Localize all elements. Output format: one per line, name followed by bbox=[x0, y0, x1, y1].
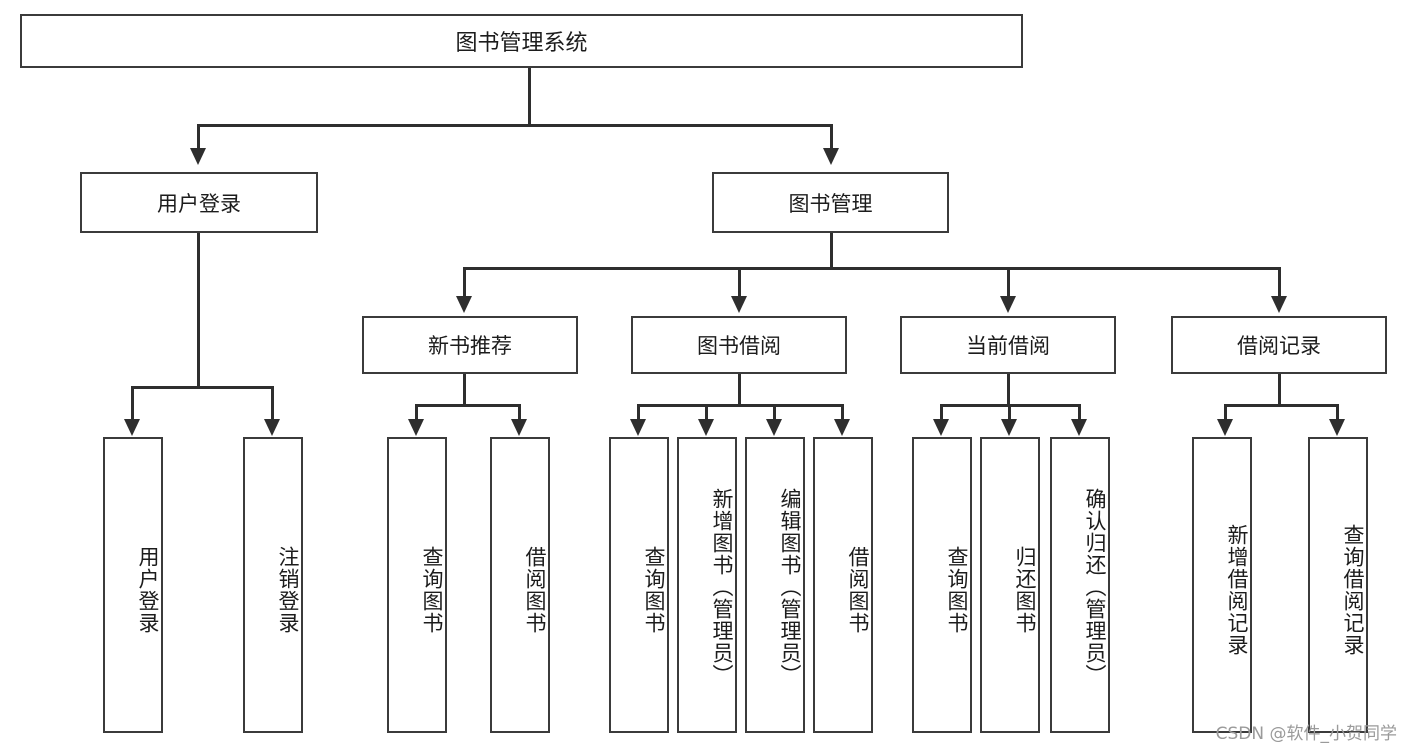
node-book-manage[interactable]: 图书管理 bbox=[712, 172, 949, 233]
edge-drop-leaf-query-book-1 bbox=[415, 404, 418, 419]
edge-book-manage-stem bbox=[830, 233, 833, 269]
edge-drop-book-manage bbox=[830, 124, 833, 148]
arrow-current-borrow bbox=[1000, 296, 1016, 313]
edge-drop-leaf-query-record bbox=[1336, 404, 1339, 419]
node-root-system[interactable]: 图书管理系统 bbox=[20, 14, 1023, 68]
edge-drop-user-login bbox=[197, 124, 200, 148]
arrow-leaf-add-book bbox=[698, 419, 714, 436]
edge-bus-book-borrow-leaves bbox=[637, 404, 843, 407]
node-label: 新增图书（管理员） bbox=[710, 488, 734, 686]
edge-bus-level2 bbox=[463, 267, 1280, 270]
arrow-borrow-record bbox=[1271, 296, 1287, 313]
arrow-leaf-query-book-1 bbox=[408, 419, 424, 436]
edge-bus-borrow-record-leaves bbox=[1224, 404, 1338, 407]
edge-book-borrow-stem bbox=[738, 374, 741, 406]
arrow-book-borrow bbox=[731, 296, 747, 313]
leaf-add-borrow-record[interactable]: 新增借阅记录 bbox=[1192, 437, 1252, 733]
node-label: 查询图书 bbox=[420, 546, 444, 634]
arrow-leaf-logout bbox=[264, 419, 280, 436]
node-label: 图书管理 bbox=[788, 191, 873, 216]
arrow-book-manage bbox=[823, 148, 839, 165]
node-book-borrow[interactable]: 图书借阅 bbox=[631, 316, 847, 374]
arrow-leaf-edit-book bbox=[766, 419, 782, 436]
leaf-query-book-current[interactable]: 查询图书 bbox=[912, 437, 972, 733]
edge-user-login-stem bbox=[197, 233, 200, 388]
edge-bus-user-login-leaves bbox=[131, 386, 273, 389]
node-label: 用户登录 bbox=[157, 191, 241, 216]
node-borrow-record[interactable]: 借阅记录 bbox=[1171, 316, 1387, 374]
arrow-leaf-return-book bbox=[1001, 419, 1017, 436]
arrow-leaf-borrow-book-2 bbox=[834, 419, 850, 436]
node-label: 图书借阅 bbox=[697, 334, 781, 358]
edge-borrow-record-stem bbox=[1278, 374, 1281, 406]
edge-drop-leaf-add-book bbox=[705, 404, 708, 419]
edge-drop-current-borrow bbox=[1007, 267, 1010, 296]
edge-drop-leaf-borrow-book-2 bbox=[841, 404, 844, 419]
edge-drop-leaf-query-book-3 bbox=[940, 404, 943, 419]
node-label: 新增借阅记录 bbox=[1225, 524, 1249, 656]
edge-drop-leaf-query-book-2 bbox=[637, 404, 640, 419]
node-label: 图书管理系统 bbox=[455, 31, 588, 56]
node-label: 确认归还（管理员） bbox=[1083, 488, 1107, 686]
leaf-query-book-borrow[interactable]: 查询图书 bbox=[609, 437, 669, 733]
leaf-query-borrow-record[interactable]: 查询借阅记录 bbox=[1308, 437, 1368, 733]
edge-bus-level1 bbox=[197, 124, 833, 127]
edge-current-borrow-stem bbox=[1007, 374, 1010, 406]
edge-drop-leaf-confirm-return bbox=[1078, 404, 1081, 419]
node-label: 编辑图书（管理员） bbox=[778, 488, 802, 686]
node-label: 归还图书 bbox=[1013, 546, 1037, 634]
node-label: 借阅图书 bbox=[523, 546, 547, 634]
arrow-leaf-query-book-3 bbox=[933, 419, 949, 436]
node-label: 借阅图书 bbox=[846, 546, 870, 634]
edge-drop-new-book bbox=[463, 267, 466, 296]
node-user-login[interactable]: 用户登录 bbox=[80, 172, 318, 233]
leaf-edit-book-admin[interactable]: 编辑图书（管理员） bbox=[745, 437, 805, 733]
leaf-add-book-admin[interactable]: 新增图书（管理员） bbox=[677, 437, 737, 733]
node-label: 用户登录 bbox=[136, 546, 160, 634]
edge-drop-borrow-record bbox=[1278, 267, 1281, 296]
csdn-watermark: CSDN @软件_小贺同学 bbox=[1215, 724, 1397, 744]
edge-drop-book-borrow bbox=[738, 267, 741, 296]
edge-drop-leaf-logout bbox=[271, 386, 274, 419]
node-label: 查询借阅记录 bbox=[1341, 524, 1365, 656]
node-current-borrow[interactable]: 当前借阅 bbox=[900, 316, 1116, 374]
leaf-return-book[interactable]: 归还图书 bbox=[980, 437, 1040, 733]
arrow-leaf-add-record bbox=[1217, 419, 1233, 436]
node-label: 查询图书 bbox=[945, 546, 969, 634]
edge-drop-leaf-return-book bbox=[1008, 404, 1011, 419]
node-new-book-recommend[interactable]: 新书推荐 bbox=[362, 316, 578, 374]
node-label: 查询图书 bbox=[642, 546, 666, 634]
edge-root-stem bbox=[528, 68, 531, 126]
leaf-borrow-book-recommend[interactable]: 借阅图书 bbox=[490, 437, 550, 733]
node-label: 注销登录 bbox=[276, 546, 300, 634]
node-label: 新书推荐 bbox=[428, 334, 512, 358]
leaf-confirm-return-admin[interactable]: 确认归还（管理员） bbox=[1050, 437, 1110, 733]
arrow-new-book bbox=[456, 296, 472, 313]
node-label: 借阅记录 bbox=[1237, 334, 1321, 358]
edge-new-book-stem bbox=[463, 374, 466, 406]
edge-drop-leaf-add-record bbox=[1224, 404, 1227, 419]
arrow-user-login bbox=[190, 148, 206, 165]
leaf-query-book-recommend[interactable]: 查询图书 bbox=[387, 437, 447, 733]
arrow-leaf-query-book-2 bbox=[630, 419, 646, 436]
leaf-user-login[interactable]: 用户登录 bbox=[103, 437, 163, 733]
node-label: 当前借阅 bbox=[966, 334, 1050, 358]
leaf-borrow-book[interactable]: 借阅图书 bbox=[813, 437, 873, 733]
leaf-logout[interactable]: 注销登录 bbox=[243, 437, 303, 733]
edge-drop-leaf-borrow-book-1 bbox=[518, 404, 521, 419]
arrow-leaf-confirm-return bbox=[1071, 419, 1087, 436]
edge-bus-new-book-leaves bbox=[415, 404, 520, 407]
edge-drop-leaf-user-login bbox=[131, 386, 134, 419]
edge-drop-leaf-edit-book bbox=[773, 404, 776, 419]
arrow-leaf-borrow-book-1 bbox=[511, 419, 527, 436]
arrow-leaf-user-login bbox=[124, 419, 140, 436]
arrow-leaf-query-record bbox=[1329, 419, 1345, 436]
